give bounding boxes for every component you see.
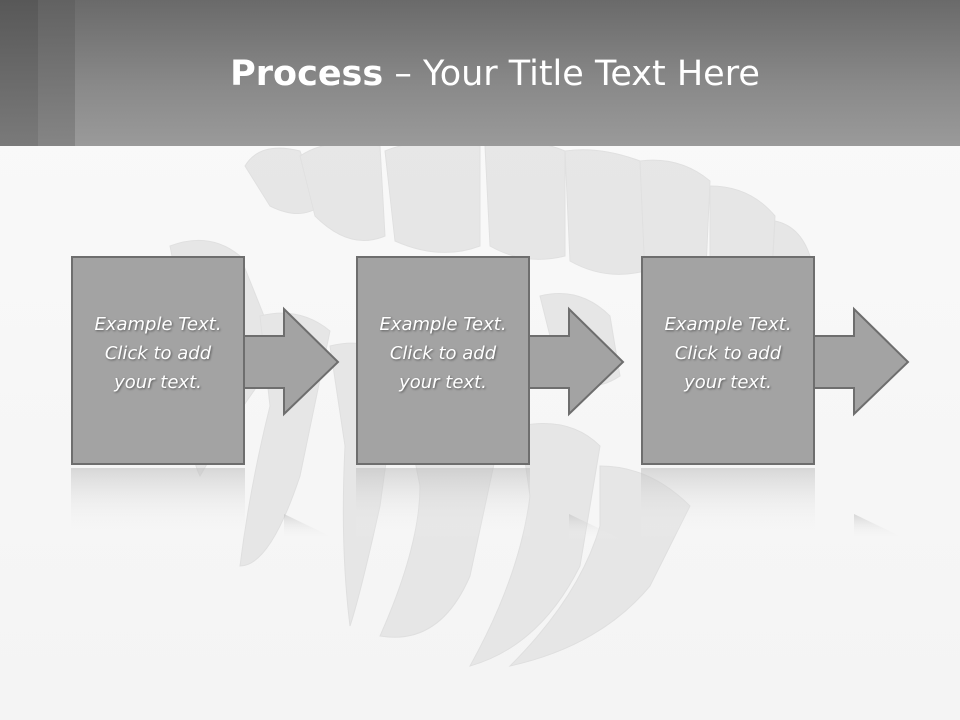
process-step-shape (641, 256, 815, 465)
slide-title-rest: – Your Title Text Here (383, 54, 760, 94)
header-accent-stripe-2 (38, 0, 75, 146)
process-step-text: Example Text. Click to add your text. (379, 314, 507, 393)
header-accent-stripe (0, 0, 38, 146)
arrow-right-icon (528, 306, 625, 417)
process-step-3[interactable]: Example Text. Click to add your text. (641, 256, 960, 466)
header-bar: Process – Your Title Text Here (0, 0, 960, 146)
step-reflections (71, 468, 908, 540)
slide-title-bold: Process (230, 54, 384, 94)
arrow-right-icon (243, 306, 340, 417)
slide-title[interactable]: Process – Your Title Text Here (75, 52, 915, 96)
process-step-text: Example Text. Click to add your text. (664, 314, 792, 393)
process-step-text: Example Text. Click to add your text. (94, 314, 222, 393)
process-step-1[interactable]: Example Text. Click to add your text. (71, 256, 409, 466)
process-step-shape (356, 256, 530, 465)
arrow-right-icon (813, 306, 910, 417)
process-step-shape (71, 256, 245, 465)
process-step-2[interactable]: Example Text. Click to add your text. (356, 256, 694, 466)
